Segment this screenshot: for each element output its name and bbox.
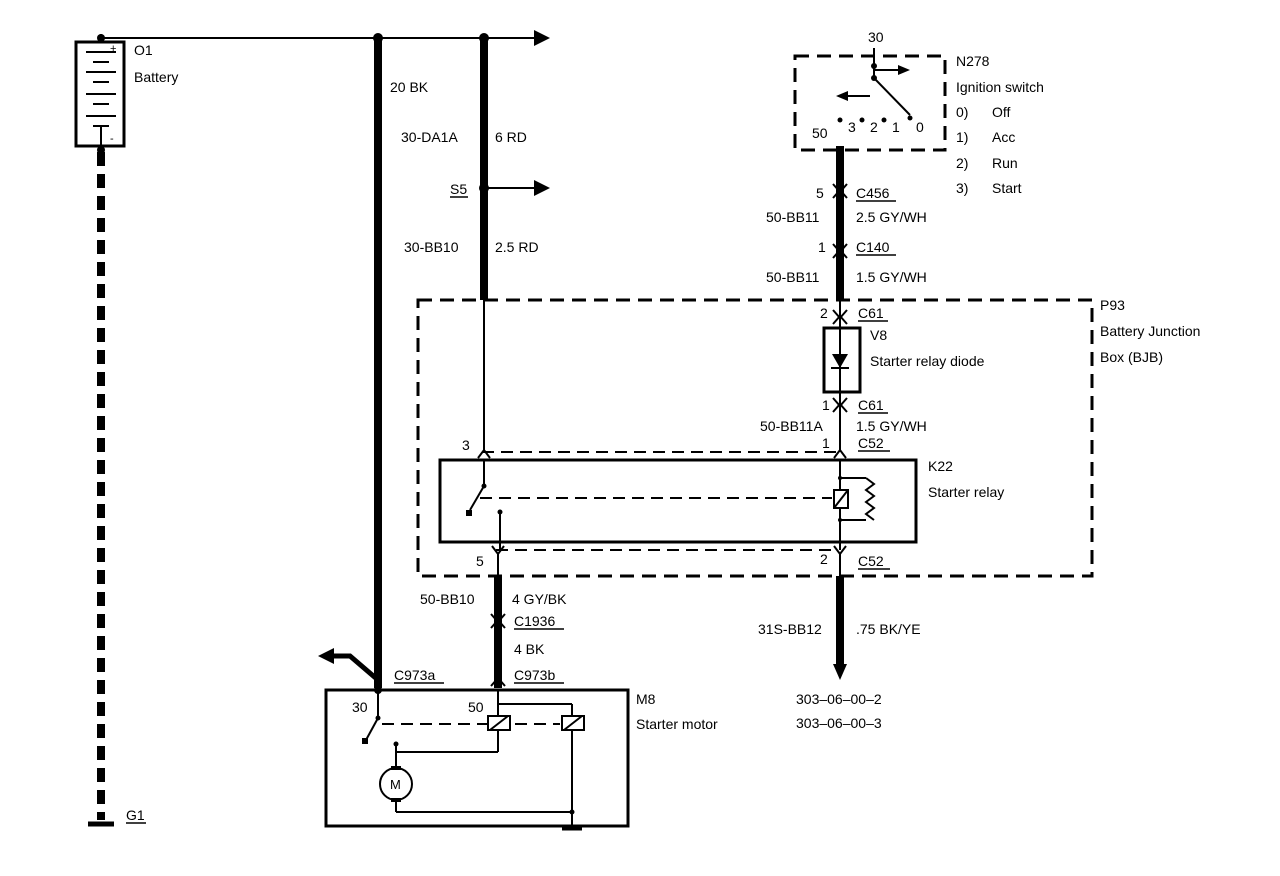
color-4bk: 4 BK bbox=[514, 641, 545, 657]
starter-term-30: 30 bbox=[352, 699, 368, 715]
battery-junction-box bbox=[416, 298, 1094, 578]
connector-c456-symbol bbox=[832, 183, 848, 199]
relay-pin-3: 3 bbox=[462, 437, 470, 453]
c456-label: C456 bbox=[856, 185, 890, 201]
starter-internal-symbol bbox=[362, 686, 585, 831]
wire-20bk-label: 20 BK bbox=[390, 79, 429, 95]
starter-term-50: 50 bbox=[468, 699, 484, 715]
connector-c1936-symbol bbox=[490, 613, 506, 629]
ign-pos-1: 1 bbox=[892, 119, 900, 135]
bjb-name-line1: Battery Junction bbox=[1100, 323, 1200, 339]
ign-position-label: Acc bbox=[992, 129, 1015, 145]
c973b-label: C973b bbox=[514, 667, 555, 683]
starter-relay-box bbox=[438, 458, 918, 544]
bjb-name-line2: Box (BJB) bbox=[1100, 349, 1163, 365]
ground-id: G1 bbox=[126, 807, 145, 823]
splice-s5-label: S5 bbox=[450, 181, 467, 197]
connector-c140-symbol bbox=[832, 243, 848, 259]
c61-bot-pin: 1 bbox=[822, 397, 830, 413]
circuit-30-da1a: 30-DA1A bbox=[401, 129, 458, 145]
relay-pin-5: 5 bbox=[476, 553, 484, 569]
connector-c61-bot-symbol bbox=[832, 397, 848, 413]
c52-top-label: C52 bbox=[858, 435, 884, 451]
starter-name: Starter motor bbox=[636, 716, 718, 732]
battery-name: Battery bbox=[134, 69, 178, 85]
ignition-switch-box bbox=[793, 54, 947, 152]
starter-id: M8 bbox=[636, 691, 656, 707]
ignition-switch-symbol bbox=[836, 63, 913, 123]
circuit-50-bb11a: 50-BB11A bbox=[760, 418, 823, 434]
ign-term-30: 30 bbox=[868, 29, 884, 45]
ground-arrow-icon bbox=[833, 664, 847, 680]
c973a-label: C973a bbox=[394, 667, 435, 683]
motor-label: M bbox=[390, 777, 401, 792]
ignition-positions-list: 0) Off 1) Acc 2) Run 3) Start bbox=[956, 104, 1022, 196]
ign-pos-2: 2 bbox=[870, 119, 878, 135]
ign-position-num: 2) bbox=[956, 155, 968, 171]
color-1-5gywh: 1.5 GY/WH bbox=[856, 269, 927, 285]
c973a-arrow-icon bbox=[318, 648, 334, 664]
diode-icon bbox=[832, 354, 848, 368]
ignition-id: N278 bbox=[956, 53, 990, 69]
c52-top-pin: 1 bbox=[822, 435, 830, 451]
circuit-30-bb10: 30-BB10 bbox=[404, 239, 459, 255]
motor-icon: M bbox=[379, 766, 413, 802]
circuit-50-bb10: 50-BB10 bbox=[420, 591, 475, 607]
color-75bkye: .75 BK/YE bbox=[856, 621, 921, 637]
c456-pin: 5 bbox=[816, 185, 824, 201]
circuit-50-bb11-top: 50-BB11 bbox=[766, 209, 820, 225]
splice-arrow-icon bbox=[534, 180, 550, 196]
diode-name: Starter relay diode bbox=[870, 353, 985, 369]
c61-top-pin: 2 bbox=[820, 305, 828, 321]
relay-name: Starter relay bbox=[928, 484, 1004, 500]
relay-internal-symbol bbox=[466, 460, 876, 550]
circuit-50-bb11-mid: 50-BB11 bbox=[766, 269, 820, 285]
connector-c973b-symbol bbox=[490, 676, 506, 687]
reference-1: 303–06–00–2 bbox=[796, 691, 882, 707]
ign-position-num: 1) bbox=[956, 129, 968, 145]
c973a-pointer bbox=[332, 653, 380, 682]
c140-label: C140 bbox=[856, 239, 890, 255]
color-1-5gywh-2: 1.5 GY/WH bbox=[856, 418, 927, 434]
color-4gybk: 4 GY/BK bbox=[512, 591, 567, 607]
c140-pin: 1 bbox=[818, 239, 826, 255]
ign-term-50: 50 bbox=[812, 125, 828, 141]
c52-bot-pin: 2 bbox=[820, 551, 828, 567]
bjb-id: P93 bbox=[1100, 297, 1125, 313]
ign-position-label: Off bbox=[992, 104, 1011, 120]
ign-position-label: Start bbox=[992, 180, 1022, 196]
ign-pos-3: 3 bbox=[848, 119, 856, 135]
starter-motor-box bbox=[324, 688, 630, 828]
battery-plus-label: + bbox=[110, 43, 116, 55]
color-6rd: 6 RD bbox=[495, 129, 527, 145]
c61-top-label: C61 bbox=[858, 305, 884, 321]
color-2-5gywh: 2.5 GY/WH bbox=[856, 209, 927, 225]
reference-2: 303–06–00–3 bbox=[796, 715, 882, 731]
ign-position-label: Run bbox=[992, 155, 1018, 171]
diode-id: V8 bbox=[870, 327, 887, 343]
c1936-label: C1936 bbox=[514, 613, 555, 629]
relay-id: K22 bbox=[928, 458, 953, 474]
diode-box bbox=[822, 326, 862, 394]
battery-id: O1 bbox=[134, 42, 153, 58]
bus-arrow-icon bbox=[534, 30, 550, 46]
ign-position-num: 0) bbox=[956, 104, 968, 120]
c52-bot-label: C52 bbox=[858, 553, 884, 569]
c61-bot-label: C61 bbox=[858, 397, 884, 413]
battery-symbol: + - bbox=[74, 34, 126, 154]
ignition-name: Ignition switch bbox=[956, 79, 1044, 95]
circuit-31s-bb12: 31S-BB12 bbox=[758, 621, 822, 637]
ign-position-num: 3) bbox=[956, 180, 968, 196]
battery-minus-label: - bbox=[110, 133, 114, 145]
color-2-5rd: 2.5 RD bbox=[495, 239, 539, 255]
ign-pos-0: 0 bbox=[916, 119, 924, 135]
